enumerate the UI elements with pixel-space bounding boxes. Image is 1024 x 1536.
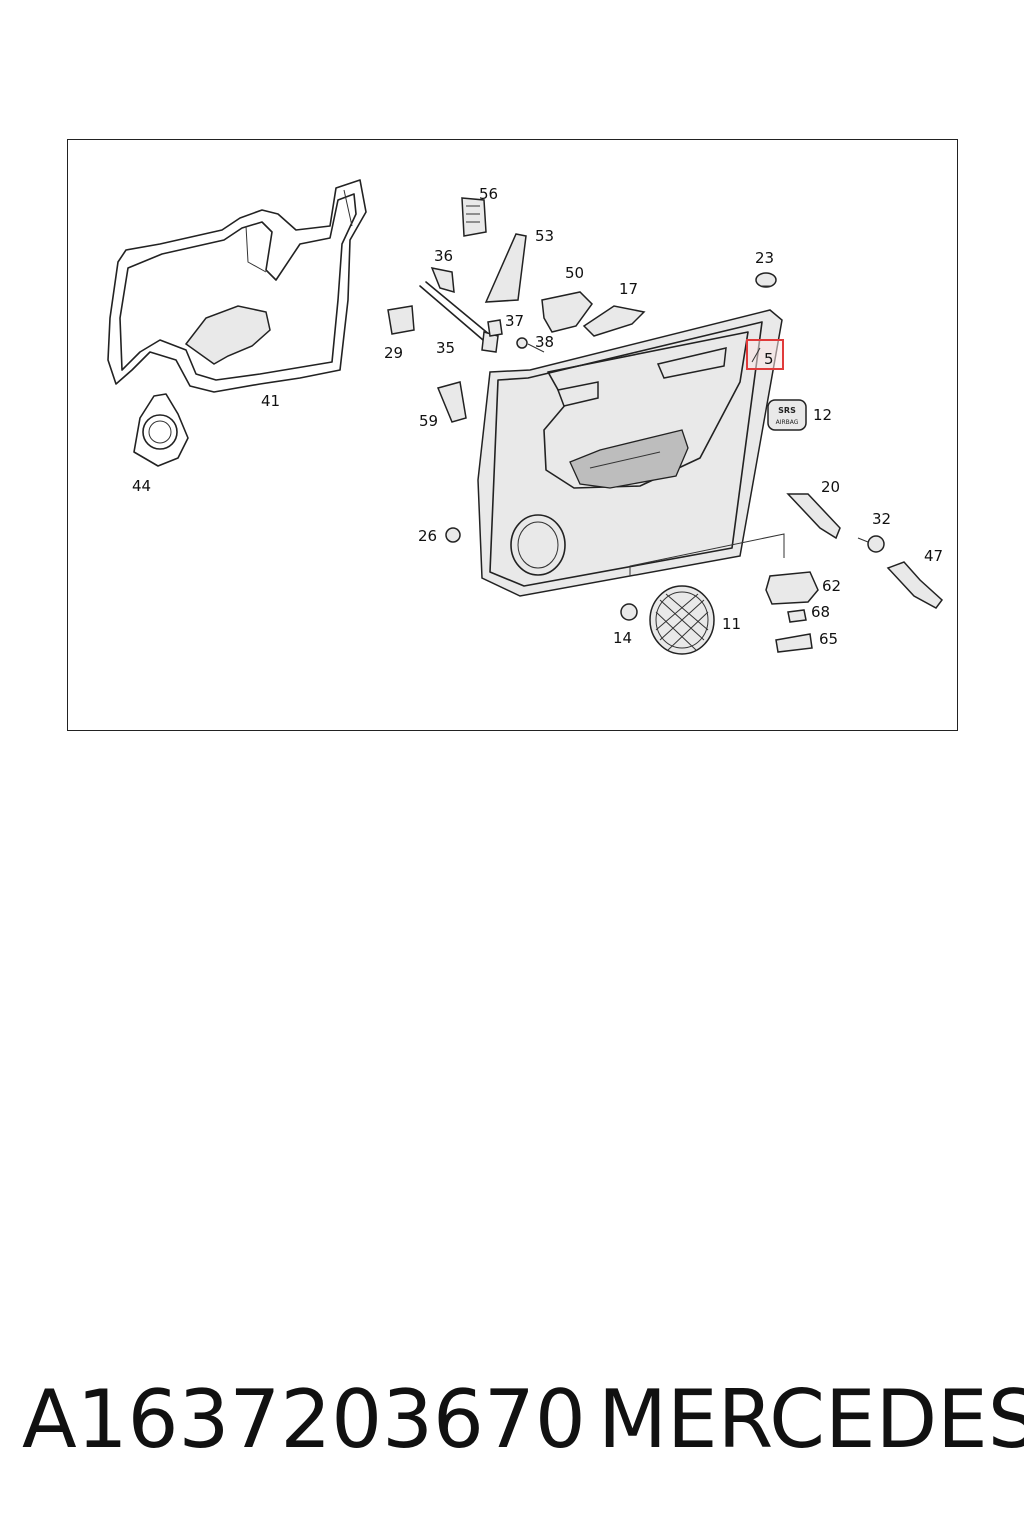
highlight-box-5 [746, 339, 784, 370]
part-65-socket [775, 633, 813, 653]
callout-65: 65 [819, 630, 838, 648]
part-20-bracket [786, 493, 841, 540]
callout-53: 53 [535, 227, 554, 245]
part-41-membrane [107, 179, 367, 393]
callout-29: 29 [384, 344, 403, 362]
part-44-speaker-gasket [133, 393, 189, 467]
callout-11: 11 [722, 615, 741, 633]
part-26-screw [445, 527, 461, 543]
part-36-35-bracket-rod [419, 266, 499, 353]
callout-12: 12 [813, 406, 832, 424]
callout-38: 38 [535, 333, 554, 351]
part-5-door-panel [477, 309, 783, 597]
callout-62: 62 [822, 577, 841, 595]
callout-41: 41 [261, 392, 280, 410]
part-53-triangle-cover [484, 233, 527, 303]
callout-47: 47 [924, 547, 943, 565]
airbag-badge-text-2: AIRBAG [776, 419, 799, 426]
callout-14: 14 [613, 629, 632, 647]
part-11-speaker-grille [649, 585, 715, 655]
callout-37: 37 [505, 312, 524, 330]
part-14-clip [620, 603, 638, 621]
callout-17: 17 [619, 280, 638, 298]
part-29-holder [387, 305, 415, 335]
part-38-screw [516, 337, 545, 353]
part-47-trim [886, 561, 944, 609]
part-62-lamp [765, 571, 819, 605]
callout-32: 32 [872, 510, 891, 528]
part-50-switch-bezel [541, 291, 593, 333]
leader-line-panel [629, 533, 785, 576]
callout-68: 68 [811, 603, 830, 621]
callout-59: 59 [419, 412, 438, 430]
callout-44: 44 [132, 477, 151, 495]
part-12-airbag-badge: SRS AIRBAG [767, 399, 807, 431]
leader-line-5 [751, 347, 761, 363]
callout-35: 35 [436, 339, 455, 357]
callout-36: 36 [434, 247, 453, 265]
callout-5: 5 [764, 350, 774, 368]
brand-name: MERCEDES [598, 1373, 1024, 1466]
part-37-clip [487, 319, 503, 337]
callout-20: 20 [821, 478, 840, 496]
airbag-badge-text-1: SRS [778, 406, 796, 415]
callout-56: 56 [479, 185, 498, 203]
part-59-bracket [436, 381, 467, 423]
callout-23: 23 [755, 249, 774, 267]
callout-50: 50 [565, 264, 584, 282]
callout-26: 26 [418, 527, 437, 545]
part-17-handle-cap [582, 305, 646, 337]
part-56-clip [461, 197, 487, 237]
part-number: A1637203670 [22, 1373, 586, 1466]
part-32-screw [857, 535, 885, 553]
part-68-bulb [787, 609, 807, 623]
part-23-plug [755, 272, 777, 288]
